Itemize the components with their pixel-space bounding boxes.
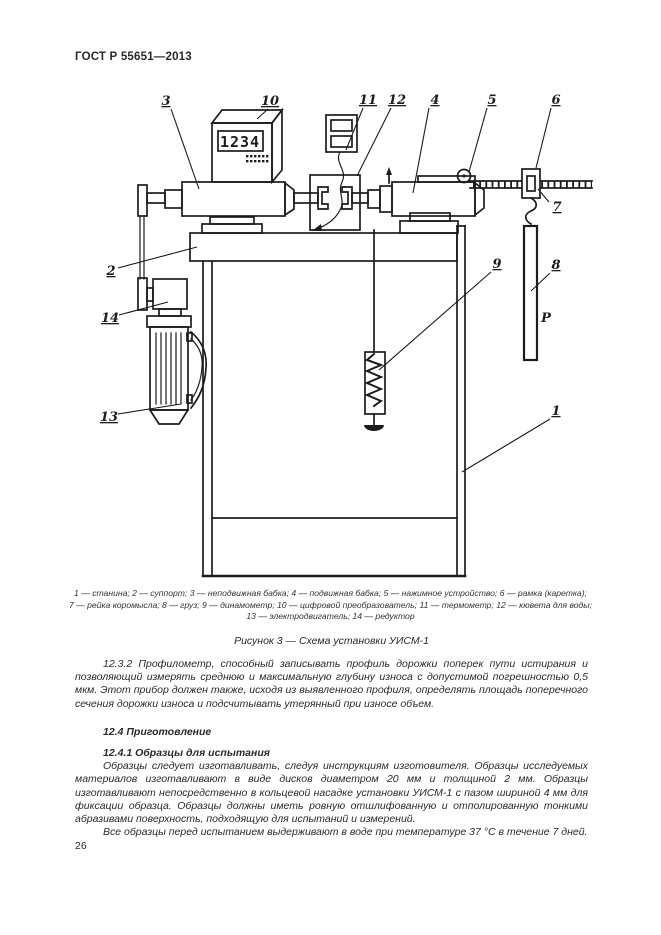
legend-line-3: 13 — электродвигатель; 14 — редуктор: [246, 611, 415, 622]
dynamometer-9: [364, 229, 386, 431]
leader-line-2: [117, 246, 198, 269]
figure-legend: 1 — станина; 2 — суппорт; 3 — неподвижна…: [63, 588, 598, 623]
fixed-headstock-3: [137, 181, 295, 280]
figure-caption: Рисунок 3 — Схема установки УИСМ-1: [234, 635, 429, 647]
body-text: 12.3.2 Профилометр, способный записывать…: [75, 658, 588, 839]
leader-line-11: [345, 107, 364, 151]
support-bar-2: [189, 212, 459, 262]
leader-line-13: [117, 403, 182, 415]
callout-label-2: 2: [105, 264, 115, 279]
movable-headstock-4: [367, 167, 485, 217]
leader-line-8: [530, 272, 551, 292]
load-force-label: Р: [540, 311, 552, 326]
callout-label-8: 8: [551, 258, 560, 273]
leader-line-14: [118, 301, 169, 316]
legend-line-2: 7 — рейка коромысла; 8 — груз; 9 — динам…: [69, 599, 592, 610]
callout-label-1: 1: [551, 404, 560, 419]
figure-callouts: 3 10 11 12 4 5 6 7 2 14 13 9 8 1: [100, 93, 562, 473]
callout-label-7: 7: [552, 200, 561, 215]
leader-line-1: [461, 418, 551, 473]
thermometer-11: [312, 114, 358, 231]
frame-station-1: [201, 225, 467, 578]
callout-label-9: 9: [492, 257, 501, 272]
paragraph-final: Все образцы перед испытанием выдерживают…: [103, 826, 588, 839]
pressing-device-5: [456, 168, 472, 184]
callout-label-12: 12: [388, 93, 406, 108]
callout-label-11: 11: [359, 93, 377, 108]
digital-converter-10: [210, 107, 284, 185]
leader-line-4: [412, 107, 430, 194]
callout-label-4: 4: [430, 93, 439, 108]
reducer-14: [137, 277, 188, 317]
callout-label-6: 6: [551, 93, 560, 108]
load-bar-8: [522, 224, 539, 362]
standard-number-header: ГОСТ Р 55651—2013: [75, 51, 192, 63]
carriage-frame-6: [521, 168, 541, 226]
leader-line-12: [356, 107, 392, 177]
leader-line-7: [537, 188, 550, 203]
page-number: 26: [75, 840, 87, 852]
heading-12-4-1: 12.4.1 Образцы для испытания: [103, 747, 270, 760]
legend-line-1: 1 — станина; 2 — суппорт; 3 — неподвижна…: [74, 588, 587, 598]
callout-label-14: 14: [101, 311, 119, 326]
callout-label-5: 5: [487, 93, 496, 108]
leader-line-9: [378, 271, 492, 371]
display-value: 1234: [220, 133, 260, 151]
leader-line-6: [535, 107, 552, 169]
callout-label-13: 13: [100, 410, 118, 425]
paragraph-12-3-2: 12.3.2 Профилометр, способный записывать…: [75, 658, 588, 710]
installation-scheme-diagram: 1234: [100, 93, 593, 578]
leader-line-5: [468, 107, 488, 173]
electric-motor-13: [146, 315, 207, 425]
callout-label-3: 3: [161, 94, 170, 109]
leader-line-3: [170, 108, 200, 190]
leader-line-10: [256, 108, 269, 120]
keypad-dots: [246, 155, 269, 163]
callout-label-10: 10: [261, 94, 279, 109]
heading-12-4: 12.4 Приготовление: [103, 725, 212, 738]
paragraph-samples: Образцы следует изготавливать, следуя ин…: [75, 760, 588, 826]
